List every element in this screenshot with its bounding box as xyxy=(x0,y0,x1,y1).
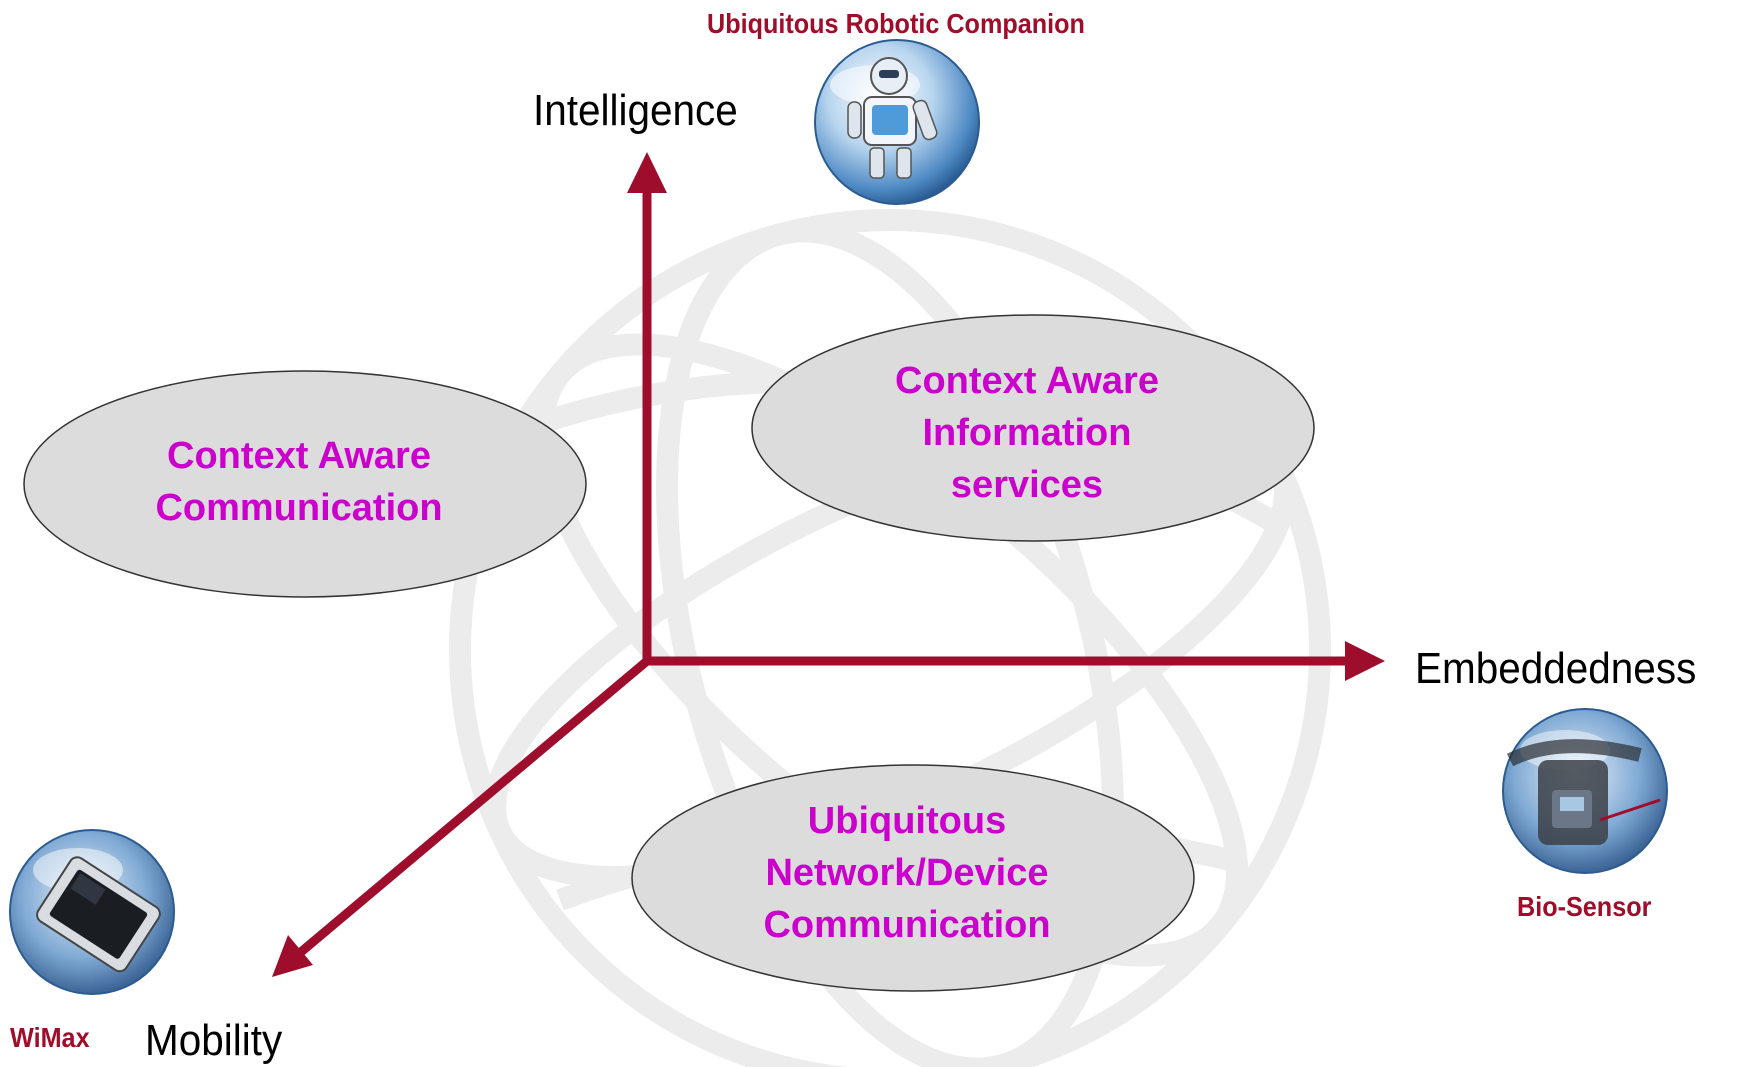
axis-intelligence-arrowhead xyxy=(627,152,667,193)
caption-wimax: WiMax xyxy=(10,1022,90,1053)
axis-mobility-arrowhead xyxy=(272,935,313,977)
axis-label-intelligence: Intelligence xyxy=(533,86,738,135)
ellipse-line: Communication xyxy=(763,904,1051,946)
ellipse-label-network: Ubiquitous Network/Device Communication xyxy=(763,795,1050,951)
ellipse-label-communication: Context Aware Communication xyxy=(155,430,442,534)
caption-bio-sensor: Bio-Sensor xyxy=(1517,891,1652,922)
ellipse-label-information: Context Aware Information services xyxy=(895,355,1159,511)
ellipse-line: Communication xyxy=(155,487,443,529)
ellipse-line: Ubiquitous xyxy=(807,800,1007,842)
axis-label-embeddedness: Embeddedness xyxy=(1415,644,1697,693)
axes xyxy=(272,152,1385,977)
ellipse-line: Information xyxy=(922,412,1132,454)
ellipse-line: services xyxy=(950,464,1104,506)
axis-label-mobility: Mobility xyxy=(145,1016,283,1065)
ellipse-line: Network/Device xyxy=(765,852,1049,894)
ellipse-context-aware-information xyxy=(751,314,1315,542)
ellipse-ubiquitous-network xyxy=(631,764,1195,992)
axis-embeddedness-arrowhead xyxy=(1345,641,1385,681)
robot-icon xyxy=(814,39,980,205)
ellipse-context-aware-communication xyxy=(23,370,587,598)
ellipse-line: Context Aware xyxy=(167,435,431,477)
bio-sensor-icon xyxy=(1502,708,1668,874)
axis-mobility-line xyxy=(292,657,650,961)
caption-robotic-companion: Ubiquitous Robotic Companion xyxy=(707,8,1085,39)
ellipse-line: Context Aware xyxy=(895,360,1159,402)
tablet-device-icon xyxy=(9,829,175,995)
